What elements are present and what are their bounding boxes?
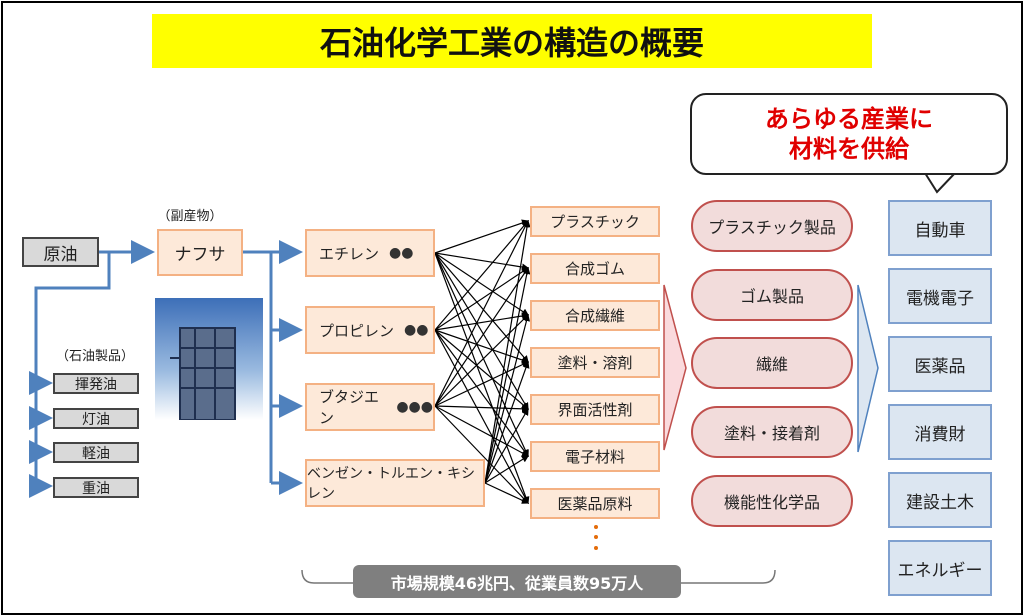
- material-box: 合成ゴム: [530, 253, 660, 284]
- connector-line: [434, 267, 529, 331]
- petroleum-product: 軽油: [53, 442, 139, 463]
- callout-line1: あらゆる産業に: [765, 105, 933, 133]
- monomer-label: ブタジエン: [319, 388, 380, 427]
- connector-line: [434, 329, 529, 505]
- page-title: 石油化学工業の構造の概要: [152, 14, 872, 68]
- callout-line2: 材料を供給: [789, 135, 909, 163]
- product-pill: 塗料・接着剤: [691, 406, 853, 459]
- industry-box: 電機電子: [888, 268, 992, 324]
- monomer-box: プロピレン ●●: [305, 306, 435, 354]
- product-pill: 機能性化学品: [691, 474, 853, 527]
- industry-box: 建設土木: [888, 472, 992, 528]
- industry-box: エネルギー: [888, 540, 992, 596]
- connector-line: [434, 405, 530, 457]
- connector-line: [484, 219, 531, 484]
- petroleum-products-label: （石油製品）: [55, 348, 134, 364]
- product-pill: 繊維: [691, 337, 853, 390]
- naphtha-box: ナフサ: [157, 229, 243, 276]
- connector-line: [434, 314, 529, 407]
- monomer-label: エチレン: [319, 244, 380, 263]
- monomer-label: プロピレン: [319, 321, 395, 340]
- connector-line: [434, 252, 529, 316]
- connector-line: [434, 252, 529, 411]
- plant-photo: [155, 298, 263, 420]
- callout-tail: [924, 172, 956, 194]
- connector-line: [434, 329, 529, 410]
- chevron-red: [663, 284, 687, 451]
- monomer-box: ベンゼン・トルエン・キシレン: [305, 459, 485, 507]
- connector-line: [434, 329, 530, 364]
- connector-line: [484, 360, 530, 484]
- connector-line: [434, 405, 530, 413]
- connector-line: [434, 361, 530, 407]
- material-box: 医薬品原料: [530, 488, 660, 519]
- industry-box: 自動車: [888, 200, 992, 256]
- molecule-icon: ●●●: [396, 399, 433, 415]
- callout-bubble: あらゆる産業に 材料を供給: [690, 93, 1008, 175]
- material-box: 合成繊維: [530, 300, 660, 331]
- molecule-icon: ●●: [404, 322, 429, 338]
- connector-line: [434, 267, 529, 407]
- connector-line: [434, 219, 530, 254]
- market-summary-banner: 市場規模46兆円、従業員数95万人: [353, 565, 681, 598]
- petroleum-product: 重油: [53, 477, 139, 498]
- petroleum-product: 灯油: [53, 408, 139, 429]
- connector-line: [484, 407, 529, 484]
- connector-line: [484, 482, 530, 504]
- byproduct-label: （副産物）: [157, 208, 223, 224]
- material-box: 塗料・溶剤: [530, 347, 660, 378]
- connector-line: [434, 405, 529, 504]
- petroleum-product: 揮発油: [53, 373, 139, 394]
- crude-oil-box: 原油: [22, 237, 99, 267]
- connector-line: [434, 312, 530, 331]
- connector-line: [484, 455, 530, 484]
- monomer-box: エチレン ●●: [305, 229, 435, 277]
- material-box: 電子材料: [530, 441, 660, 472]
- monomer-box: ブタジエン ●●●: [305, 383, 435, 431]
- material-box: 界面活性剤: [530, 394, 660, 425]
- connector-line: [434, 252, 529, 458]
- material-box: プラスチック: [530, 206, 660, 237]
- molecule-icon: ●●: [389, 245, 414, 261]
- industry-box: 医薬品: [888, 336, 992, 392]
- connector-line: [434, 252, 530, 505]
- industry-box: 消費財: [888, 404, 992, 460]
- connector-line: [484, 266, 531, 484]
- product-pill: プラスチック製品: [691, 200, 853, 252]
- connector-line: [434, 220, 529, 331]
- connector-line: [484, 313, 530, 484]
- product-pill: ゴム製品: [691, 268, 853, 321]
- connector-line: [434, 219, 529, 407]
- chevron-blue: [857, 284, 879, 453]
- connector-line: [434, 252, 530, 271]
